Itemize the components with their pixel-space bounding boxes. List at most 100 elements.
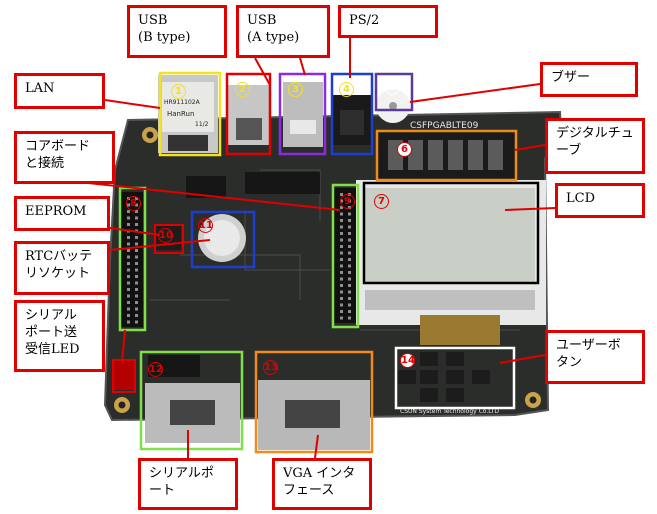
header-pin (348, 225, 351, 229)
header-pin (135, 275, 138, 278)
header-pin (340, 316, 343, 320)
highlight-eeprom (154, 224, 184, 254)
marker-12: 12 (148, 362, 163, 377)
highlight-middle-header (331, 183, 360, 329)
label-usb-a: USB (A type) (236, 5, 330, 58)
highlight-rtc (190, 210, 256, 269)
left-header (121, 192, 143, 327)
header-pin (348, 251, 351, 255)
header-pin (135, 281, 138, 285)
marker-14: 14 (400, 353, 415, 368)
marker-5: 5 (385, 80, 400, 95)
label-user-buttons: ユーザーボ タン (545, 330, 645, 384)
lan-date-text: 11/2 (195, 121, 209, 128)
header-pin (340, 238, 343, 242)
header-pin (340, 225, 343, 229)
label-ps2: PS/2 (338, 5, 438, 38)
header-pin (127, 320, 130, 324)
header-pin (340, 297, 343, 300)
serial-leds (114, 362, 134, 390)
header-pin (340, 264, 343, 268)
label-serial-port: シリアルポ ート (138, 458, 238, 510)
ic-chip-top (245, 172, 320, 194)
header-pin (340, 193, 343, 196)
header-pin (127, 294, 130, 298)
lan-chip-text: HR911102A (164, 99, 201, 106)
header-pin (127, 307, 130, 311)
label-serial-led: シリアル ポート送 受信LED (14, 300, 105, 372)
marker-11: 11 (198, 218, 213, 233)
marker-13: 13 (263, 360, 278, 375)
header-pin (127, 275, 130, 278)
header-pin (135, 307, 138, 311)
highlight-buzzer (374, 72, 414, 112)
header-pin (127, 236, 130, 239)
header-pin (135, 320, 138, 324)
header-pin (340, 212, 343, 216)
header-pin (348, 264, 351, 268)
header-pin (127, 301, 130, 304)
highlight-serial-led (112, 359, 136, 393)
header-pin (135, 223, 138, 226)
header-pin (135, 262, 138, 265)
header-pin (348, 219, 351, 222)
header-pin (348, 290, 351, 294)
header-pin (135, 210, 138, 213)
header-pin (348, 238, 351, 242)
lcd-ribbon (420, 315, 500, 345)
user-button-cluster (398, 352, 490, 402)
header-pin (135, 314, 138, 317)
label-lcd: LCD (555, 183, 645, 218)
header-pin (135, 216, 138, 220)
highlight-vga (254, 350, 374, 454)
header-pin (127, 249, 130, 252)
header-pin (340, 258, 343, 261)
label-buzzer: ブザー (540, 62, 638, 97)
header-pin (127, 262, 130, 265)
marker-1: 1 (171, 84, 186, 99)
header-pin (348, 284, 351, 287)
highlight-lan (158, 71, 222, 157)
header-pin (127, 288, 130, 291)
highlight-usb-b (225, 72, 272, 156)
leader-lines (59, 38, 556, 459)
header-pin (340, 290, 343, 294)
highlight-digital-tube (375, 129, 518, 182)
marker-8: 8 (126, 196, 141, 211)
marker-10: 10 (158, 228, 173, 243)
board-model-text: CSFPGABLTE09 (410, 121, 479, 131)
label-eeprom: EEPROM (14, 196, 110, 231)
marker-4: 4 (339, 82, 354, 97)
header-pin (127, 314, 130, 317)
board-company-text: CSUN System Technology Co.LTD (400, 408, 499, 415)
header-pin (348, 297, 351, 300)
marker-3: 3 (288, 82, 303, 97)
header-pin (127, 223, 130, 226)
header-pin (135, 301, 138, 304)
label-core-board: コアボード と接続 (14, 131, 115, 184)
label-vga: VGA インタ フェース (272, 458, 372, 510)
header-pin (348, 271, 351, 274)
header-pin (127, 255, 130, 259)
header-pin (127, 210, 130, 213)
header-pin (348, 258, 351, 261)
ic-chip-small (186, 176, 226, 198)
header-pin (340, 284, 343, 287)
header-pin (340, 271, 343, 274)
header-pin (340, 206, 343, 209)
marker-9: 9 (340, 194, 355, 209)
header-pin (340, 310, 343, 313)
header-pin (135, 294, 138, 298)
header-pin (340, 303, 343, 307)
header-pin (348, 303, 351, 307)
highlight-lcd (362, 181, 540, 285)
lan-brand-text: HanRun (167, 110, 194, 118)
marker-2: 2 (235, 82, 250, 97)
marker-6: 6 (397, 142, 412, 157)
header-pin (135, 255, 138, 259)
header-pin (135, 288, 138, 291)
header-pin (348, 245, 351, 248)
highlight-usb-a (278, 72, 327, 156)
header-pin (340, 251, 343, 255)
